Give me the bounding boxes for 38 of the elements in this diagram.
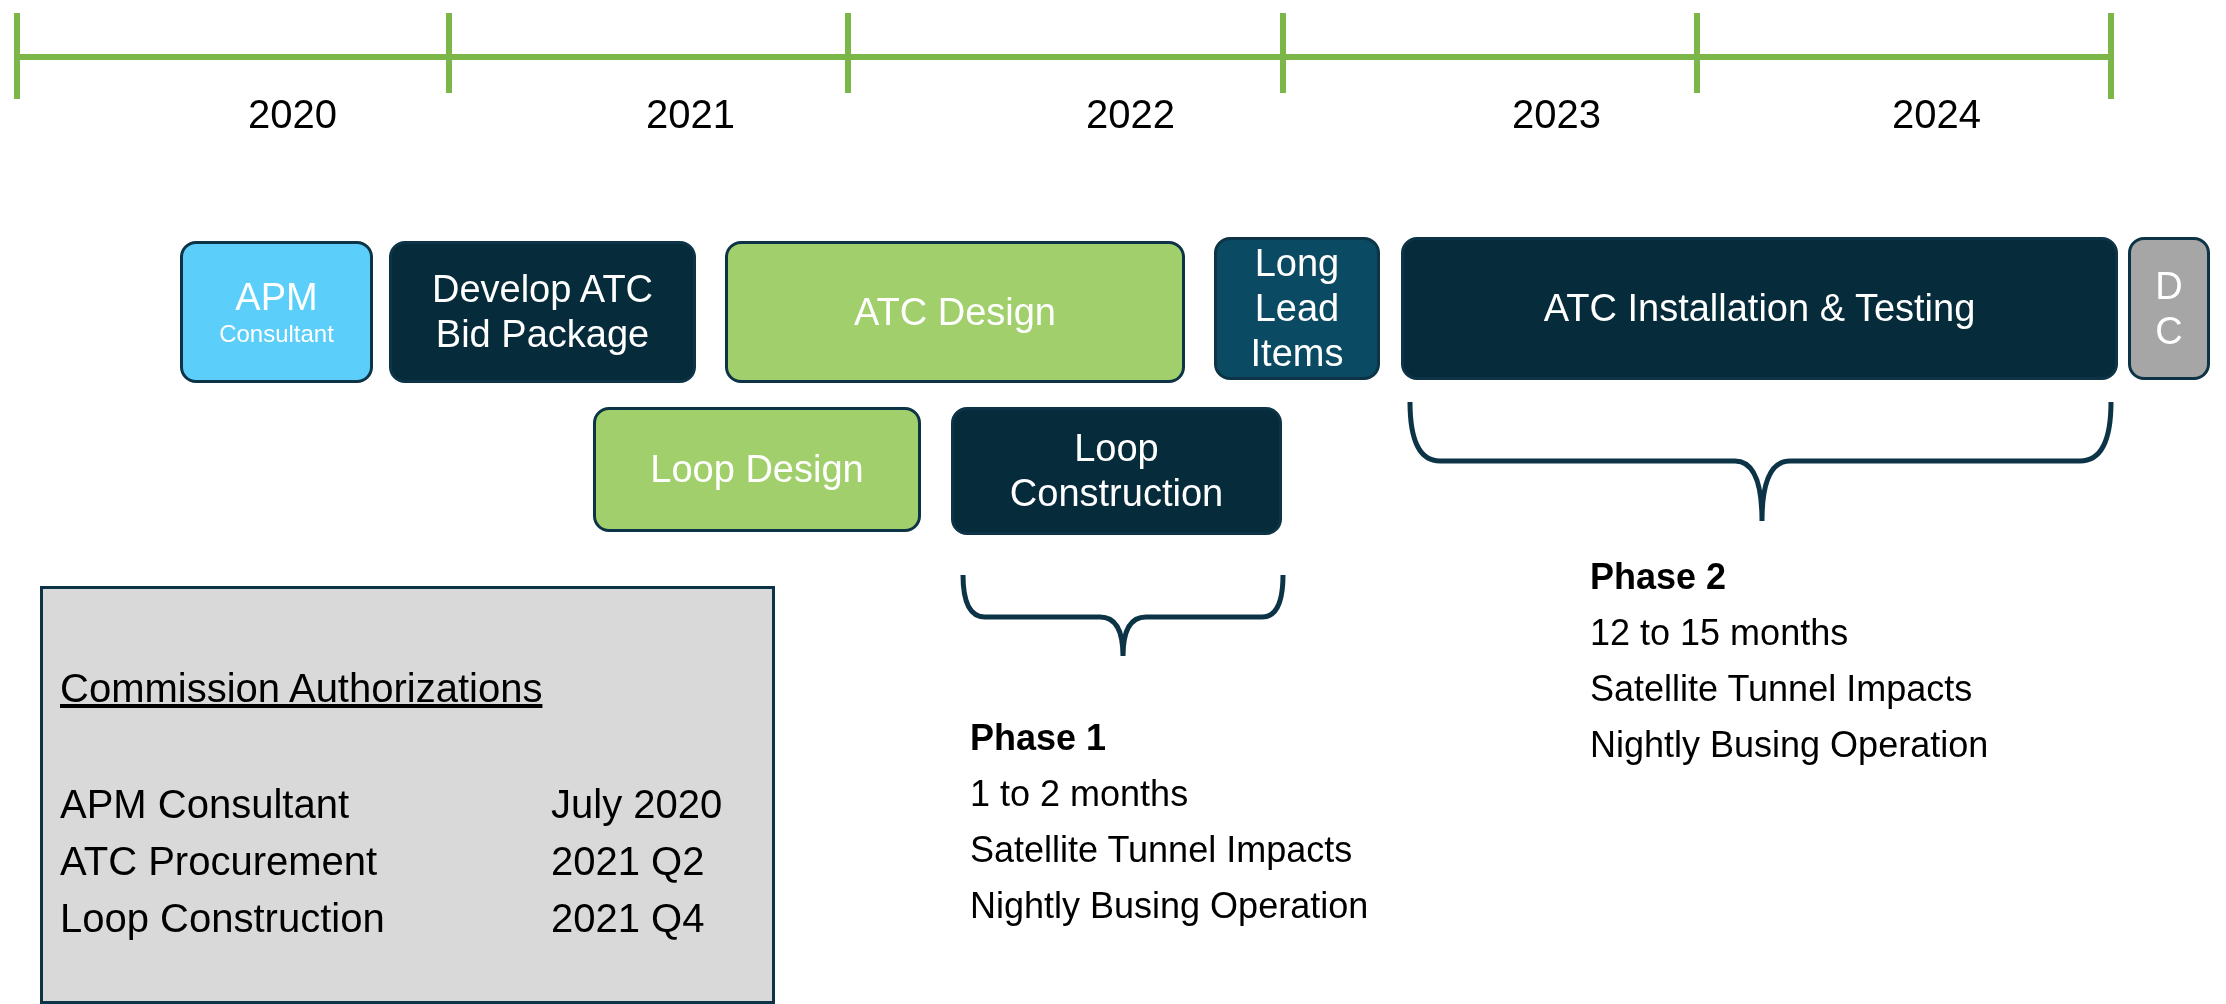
task-bar — [593, 407, 921, 532]
phase-note: Nightly Busing Operation — [970, 885, 1369, 927]
year-label: 2021 — [646, 92, 735, 137]
task-label: APM — [235, 275, 318, 321]
authorization-name: Loop Construction — [60, 895, 385, 942]
task-label: Develop ATC Bid Package — [430, 267, 655, 357]
authorization-name: APM Consultant — [60, 781, 350, 828]
note-panel — [40, 586, 775, 1004]
phase-note: 1 to 2 months — [970, 773, 1189, 815]
task-bar — [2128, 237, 2210, 380]
task-bar — [1214, 237, 1380, 380]
task-label: Loop Construction — [1008, 426, 1225, 516]
task-label: Long Lead Items — [1249, 241, 1345, 376]
section-heading: Commission Authorizations — [60, 665, 543, 712]
task-label: D C — [2154, 263, 2184, 354]
authorization-date: July 2020 — [551, 781, 723, 828]
phase-heading: Phase 2 — [1590, 556, 1727, 598]
task-bar — [725, 241, 1185, 383]
phase-note: 12 to 15 months — [1590, 612, 1849, 654]
year-label: 2022 — [1086, 92, 1175, 137]
year-label: 2020 — [248, 92, 337, 137]
task-bar — [951, 407, 1282, 535]
phase-heading: Phase 1 — [970, 717, 1107, 759]
phase-note: Satellite Tunnel Impacts — [1590, 668, 1973, 710]
task-bar — [389, 241, 696, 383]
task-label: ATC Design — [854, 289, 1056, 335]
phase-note: Satellite Tunnel Impacts — [970, 829, 1353, 871]
authorization-date: 2021 Q2 — [551, 838, 705, 885]
authorization-date: 2021 Q4 — [551, 895, 705, 942]
authorization-name: ATC Procurement — [60, 838, 378, 885]
phase-note: Nightly Busing Operation — [1590, 724, 1989, 766]
task-bar — [1401, 237, 2118, 380]
task-sublabel: Consultant — [219, 320, 334, 349]
task-label: ATC Installation & Testing — [1543, 286, 1976, 331]
task-label: Loop Design — [650, 447, 864, 492]
task-bar — [180, 241, 373, 383]
year-label: 2023 — [1512, 92, 1601, 137]
year-label: 2024 — [1892, 92, 1981, 137]
